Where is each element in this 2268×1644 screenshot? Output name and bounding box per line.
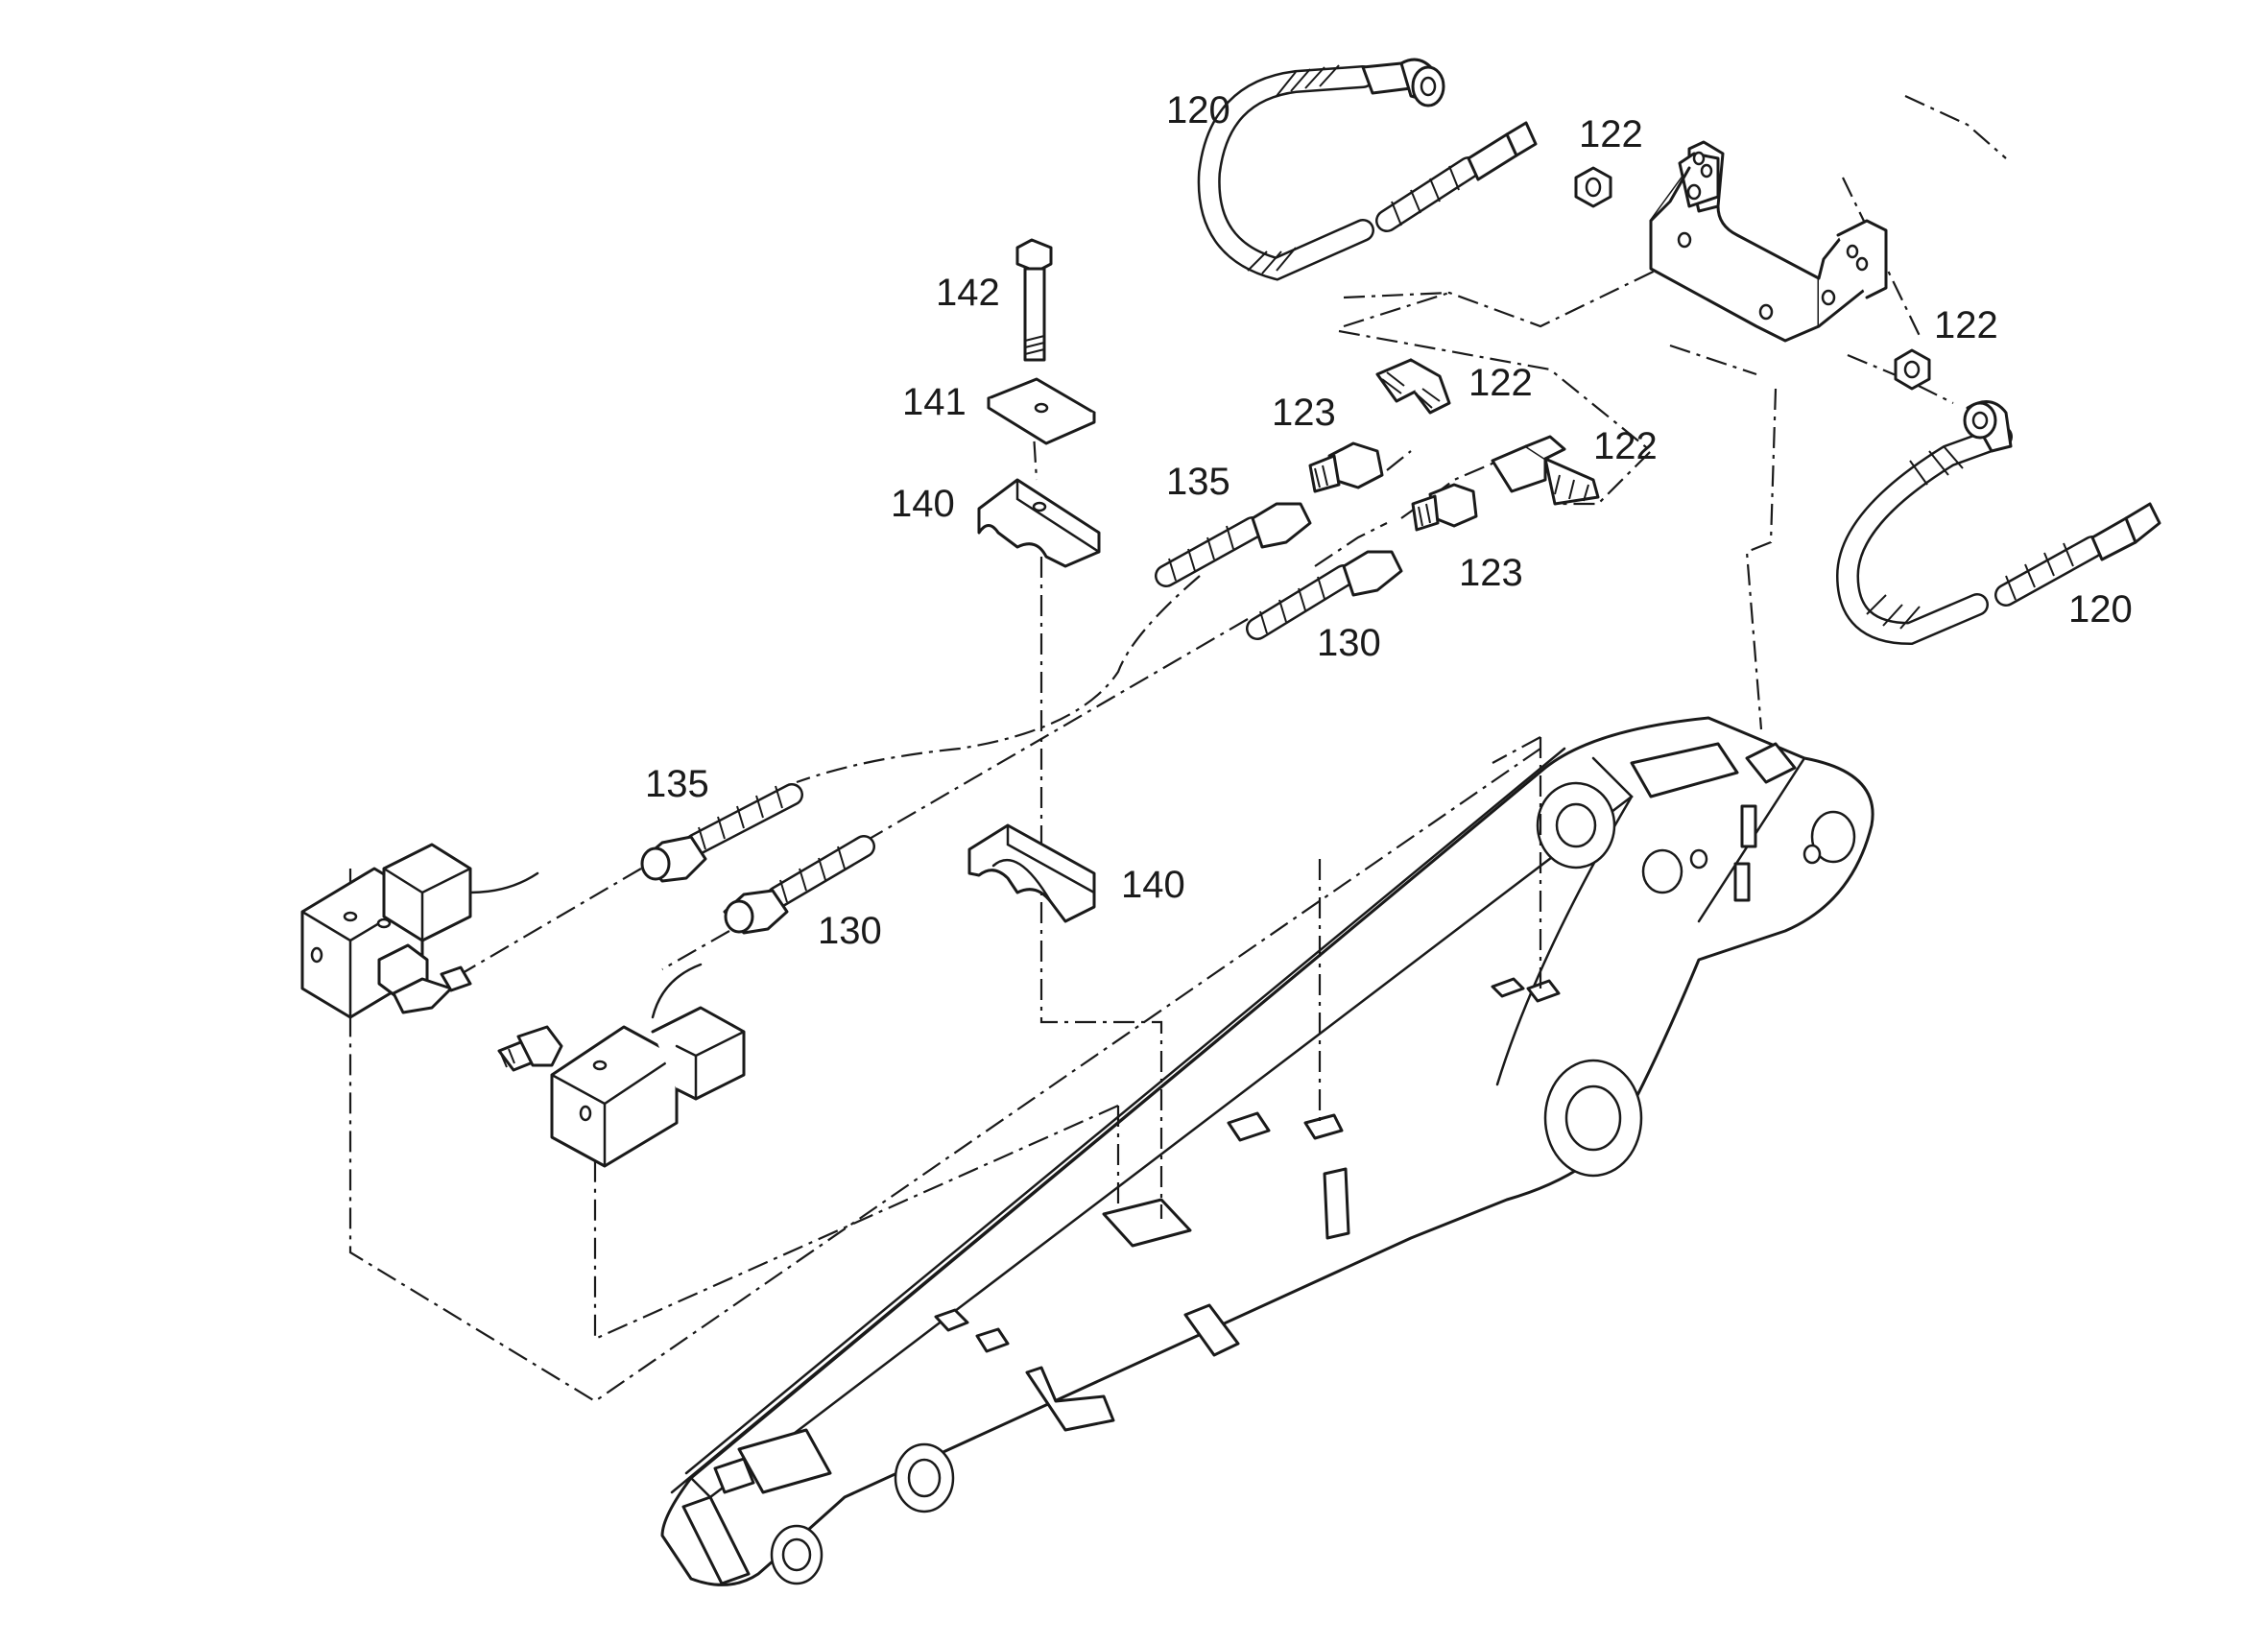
elbow-122-lower (1491, 435, 1600, 506)
elbow-122-upper (1375, 358, 1451, 415)
hose-130-lower-end (723, 835, 875, 935)
callout-123-lower: 123 (1459, 552, 1523, 594)
valve-block-right (497, 963, 746, 1168)
adapter-123-lower (1411, 483, 1478, 532)
callout-120-right: 120 (2068, 588, 2133, 631)
callout-123-upper: 123 (1272, 392, 1336, 434)
adapter-123-upper (1308, 441, 1384, 493)
callout-141: 141 (902, 381, 967, 423)
valve-block-left (300, 843, 539, 1019)
callout-135-upper: 135 (1166, 461, 1230, 503)
callout-142: 142 (936, 272, 1000, 314)
callouts: 120 122 122 122 122 123 123 135 130 120 … (645, 89, 2133, 952)
callout-130-upper: 130 (1317, 622, 1381, 664)
bracket (1649, 140, 1888, 343)
clamp-140-lower (967, 823, 1096, 923)
callout-130-lower: 130 (818, 910, 882, 952)
callout-122-elbow-upper: 122 (1468, 362, 1533, 404)
callout-135-lower: 135 (645, 763, 709, 805)
callout-122-nut-right: 122 (1934, 304, 1998, 346)
hose-120-right (1835, 400, 2161, 646)
hose-120-upper (1197, 58, 1538, 281)
boom-pad (1740, 804, 1757, 848)
boom-arm (660, 716, 1874, 1586)
clamp-140-upper (977, 478, 1101, 568)
plate-141 (987, 377, 1096, 445)
hose-135-upper-end (1155, 502, 1312, 587)
nut-122-upper (1574, 166, 1612, 208)
bolt-142 (1015, 238, 1053, 362)
hose-130-upper-end (1246, 550, 1403, 640)
callout-120-upper: 120 (1166, 89, 1230, 131)
callout-140-upper: 140 (891, 483, 955, 525)
callout-122-nut-upper: 122 (1579, 113, 1643, 155)
hose-135-lower-end (640, 783, 803, 883)
boom-pad (1733, 862, 1751, 902)
nut-122-right (1894, 348, 1931, 391)
callout-140-lower: 140 (1121, 864, 1185, 906)
callout-122-elbow-lower: 122 (1593, 425, 1658, 467)
